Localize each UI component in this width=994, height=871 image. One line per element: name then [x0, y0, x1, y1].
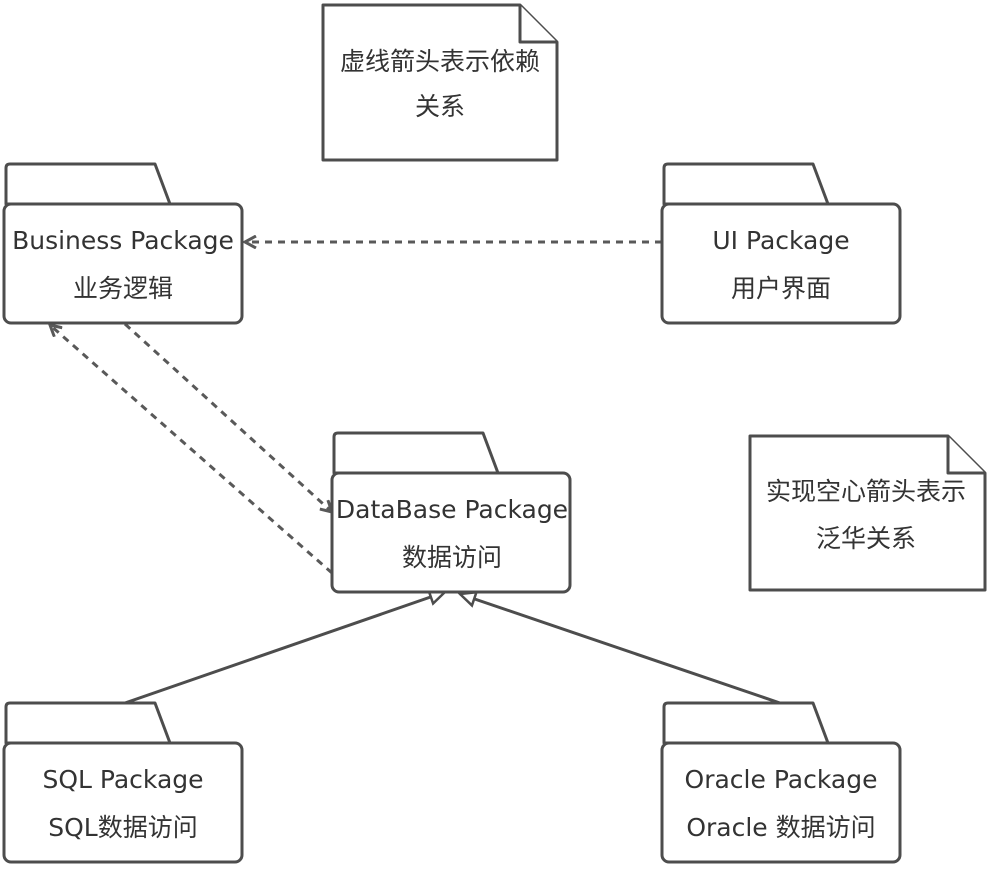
- package-business-desc: 业务逻辑: [73, 274, 173, 303]
- note-dependency: 虚线箭头表示依赖 关系: [321, 3, 559, 162]
- package-business[interactable]: Business Package 业务逻辑: [2, 162, 244, 325]
- package-tab: [662, 162, 830, 206]
- note-generalization: 实现空心箭头表示 泛华关系: [748, 434, 987, 592]
- package-body: [330, 471, 572, 594]
- package-tab: [332, 431, 500, 475]
- package-database[interactable]: DataBase Package 数据访问: [330, 431, 572, 594]
- note-dependency-line1: 虚线箭头表示依赖: [340, 47, 540, 76]
- package-tab: [4, 162, 172, 206]
- package-body: [2, 741, 244, 864]
- package-ui[interactable]: UI Package 用户界面: [660, 162, 902, 325]
- package-ui-desc: 用户界面: [731, 274, 831, 303]
- package-sql-name: SQL Package: [42, 765, 203, 794]
- package-tab: [4, 701, 172, 745]
- package-sql-desc: SQL数据访问: [48, 813, 197, 842]
- package-tab: [662, 701, 830, 745]
- note-generalization-line2: 泛华关系: [816, 524, 916, 553]
- generalization-sql-to-database: [124, 588, 448, 705]
- package-sql[interactable]: SQL Package SQL数据访问: [2, 701, 244, 864]
- package-oracle-desc: Oracle 数据访问: [686, 813, 875, 842]
- connectors: [50, 242, 781, 705]
- note-generalization-line1: 实现空心箭头表示: [766, 477, 966, 506]
- package-oracle-name: Oracle Package: [685, 765, 878, 794]
- package-ui-name: UI Package: [712, 226, 849, 255]
- note-dependency-line2: 关系: [415, 92, 465, 121]
- package-database-name: DataBase Package: [336, 495, 568, 524]
- package-body: [660, 741, 902, 864]
- package-body: [2, 202, 244, 325]
- package-database-desc: 数据访问: [402, 543, 502, 572]
- package-oracle[interactable]: Oracle Package Oracle 数据访问: [660, 701, 902, 864]
- generalization-oracle-to-database: [457, 590, 781, 705]
- dependency-database-to-business: [50, 325, 333, 575]
- package-body: [660, 202, 902, 325]
- package-business-name: Business Package: [12, 226, 234, 255]
